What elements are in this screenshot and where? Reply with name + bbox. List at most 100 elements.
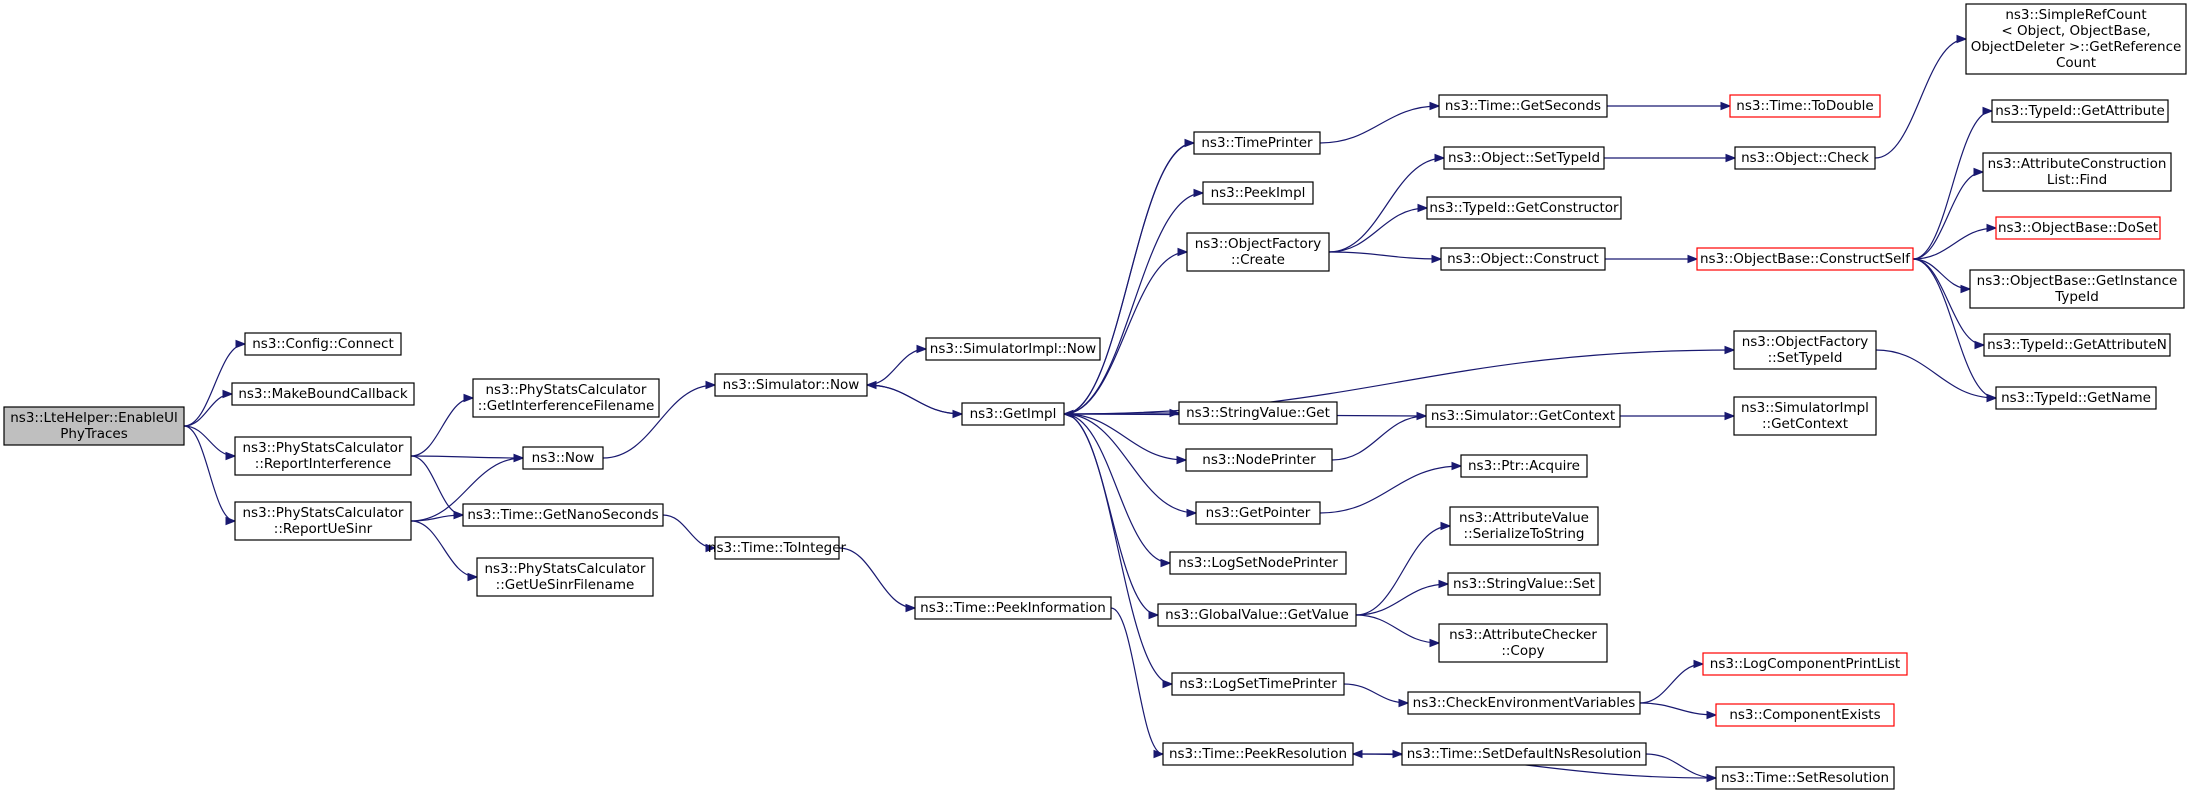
node-box[interactable] — [1449, 506, 1599, 546]
node-box[interactable] — [476, 557, 654, 597]
node-get-ue-sinr-filename[interactable]: ns3::PhyStatsCalculator::GetUeSinrFilena… — [476, 557, 654, 597]
node-box[interactable] — [1734, 146, 1876, 170]
node-box[interactable] — [1440, 247, 1606, 271]
node-box[interactable] — [1443, 146, 1605, 170]
node-log-set-node-printer[interactable]: ns3::LogSetNodePrinter — [1169, 551, 1347, 575]
node-box[interactable] — [234, 436, 412, 476]
node-box[interactable] — [1186, 232, 1330, 272]
node-box[interactable] — [1401, 742, 1647, 766]
node-get-impl[interactable]: ns3::GetImpl — [961, 402, 1065, 426]
node-peek-information[interactable]: ns3::Time::PeekInformation — [914, 596, 1112, 620]
node-string-value-get[interactable]: ns3::StringValue::Get — [1178, 401, 1338, 425]
node-set-default-ns-resolution[interactable]: ns3::Time::SetDefaultNsResolution — [1401, 742, 1647, 766]
node-now[interactable]: ns3::Now — [522, 446, 604, 470]
node-get-nanoseconds[interactable]: ns3::Time::GetNanoSeconds — [462, 503, 664, 527]
node-construct-self[interactable]: ns3::ObjectBase::ConstructSelf — [1696, 247, 1914, 271]
node-box[interactable] — [1447, 572, 1601, 596]
node-to-double[interactable]: ns3::Time::ToDouble — [1729, 94, 1881, 118]
node-box[interactable] — [1965, 3, 2187, 75]
node-object-factory-set-type-id[interactable]: ns3::ObjectFactory::SetTypeId — [1733, 330, 1877, 370]
node-config-connect[interactable]: ns3::Config::Connect — [244, 332, 402, 356]
node-box[interactable] — [234, 501, 412, 541]
node-type-id-get-attribute[interactable]: ns3::TypeId::GetAttribute — [1991, 99, 2169, 123]
node-attribute-value-serialize[interactable]: ns3::AttributeValue::SerializeToString — [1449, 506, 1599, 546]
node-box[interactable] — [1195, 501, 1321, 525]
node-simulator-get-context[interactable]: ns3::Simulator::GetContext — [1425, 404, 1621, 428]
node-ptr-acquire[interactable]: ns3::Ptr::Acquire — [1460, 454, 1588, 478]
node-get-seconds[interactable]: ns3::Time::GetSeconds — [1438, 94, 1608, 118]
node-box[interactable] — [1185, 448, 1333, 472]
node-box[interactable] — [1171, 672, 1345, 696]
node-object-construct[interactable]: ns3::Object::Construct — [1440, 247, 1606, 271]
node-box[interactable] — [1715, 766, 1895, 790]
node-object-check[interactable]: ns3::Object::Check — [1734, 146, 1876, 170]
node-box[interactable] — [1438, 94, 1608, 118]
node-make-bound-callback[interactable]: ns3::MakeBoundCallback — [231, 382, 415, 406]
node-box[interactable] — [1425, 404, 1621, 428]
node-attribute-checker-copy[interactable]: ns3::AttributeChecker::Copy — [1438, 623, 1608, 663]
node-type-id-get-constructor[interactable]: ns3::TypeId::GetConstructor — [1426, 196, 1622, 220]
node-set-resolution[interactable]: ns3::Time::SetResolution — [1715, 766, 1895, 790]
node-box[interactable] — [1178, 401, 1338, 425]
node-box[interactable] — [1995, 216, 2161, 240]
node-simulatorimpl-get-context[interactable]: ns3::SimulatorImpl::GetContext — [1733, 396, 1877, 436]
node-box[interactable] — [1460, 454, 1588, 478]
node-simulator-now[interactable]: ns3::Simulator::Now — [714, 373, 868, 397]
node-peek-impl[interactable]: ns3::PeekImpl — [1202, 181, 1314, 205]
node-box[interactable] — [961, 402, 1065, 426]
node-box[interactable] — [1426, 196, 1622, 220]
node-box[interactable] — [1969, 269, 2185, 309]
node-type-id-get-name[interactable]: ns3::TypeId::GetName — [1995, 386, 2157, 410]
node-box[interactable] — [1169, 551, 1347, 575]
node-box[interactable] — [1982, 152, 2172, 192]
node-box[interactable] — [1202, 181, 1314, 205]
node-global-value-get-value[interactable]: ns3::GlobalValue::GetValue — [1157, 603, 1357, 627]
node-check-env-vars[interactable]: ns3::CheckEnvironmentVariables — [1407, 691, 1641, 715]
node-box[interactable] — [244, 332, 402, 356]
node-node-printer[interactable]: ns3::NodePrinter — [1185, 448, 1333, 472]
node-report-interference[interactable]: ns3::PhyStatsCalculator::ReportInterfere… — [234, 436, 412, 476]
node-peek-resolution[interactable]: ns3::Time::PeekResolution — [1162, 742, 1354, 766]
node-box[interactable] — [1407, 691, 1641, 715]
node-object-base-do-set[interactable]: ns3::ObjectBase::DoSet — [1995, 216, 2161, 240]
node-box[interactable] — [1733, 330, 1877, 370]
node-string-value-set[interactable]: ns3::StringValue::Set — [1447, 572, 1601, 596]
node-time-printer[interactable]: ns3::TimePrinter — [1193, 131, 1321, 155]
node-box[interactable] — [1157, 603, 1357, 627]
node-object-factory-create[interactable]: ns3::ObjectFactory::Create — [1186, 232, 1330, 272]
node-box[interactable] — [714, 373, 868, 397]
node-log-component-print-list[interactable]: ns3::LogComponentPrintList — [1702, 652, 1908, 676]
node-box[interactable] — [522, 446, 604, 470]
node-get-pointer[interactable]: ns3::GetPointer — [1195, 501, 1321, 525]
node-get-interference-filename[interactable]: ns3::PhyStatsCalculator::GetInterference… — [472, 378, 660, 418]
node-box[interactable] — [714, 536, 840, 560]
node-type-id-get-attribute-n[interactable]: ns3::TypeId::GetAttributeN — [1983, 333, 2171, 357]
node-box[interactable] — [1696, 247, 1914, 271]
node-box[interactable] — [1991, 99, 2169, 123]
node-box[interactable] — [1162, 742, 1354, 766]
node-box[interactable] — [1702, 652, 1908, 676]
node-box[interactable] — [1733, 396, 1877, 436]
node-report-ue-sinr[interactable]: ns3::PhyStatsCalculator::ReportUeSinr — [234, 501, 412, 541]
node-log-set-time-printer[interactable]: ns3::LogSetTimePrinter — [1171, 672, 1345, 696]
node-object-set-type-id[interactable]: ns3::Object::SetTypeId — [1443, 146, 1605, 170]
node-component-exists[interactable]: ns3::ComponentExists — [1715, 703, 1895, 727]
node-box[interactable] — [1729, 94, 1881, 118]
node-box[interactable] — [3, 406, 185, 446]
node-box[interactable] — [1438, 623, 1608, 663]
node-box[interactable] — [1715, 703, 1895, 727]
node-box[interactable] — [1995, 386, 2157, 410]
node-simulatorimpl-now[interactable]: ns3::SimulatorImpl::Now — [925, 337, 1101, 361]
node-to-integer[interactable]: ns3::Time::ToInteger — [708, 536, 847, 560]
node-box[interactable] — [1983, 333, 2171, 357]
node-box[interactable] — [925, 337, 1101, 361]
node-box[interactable] — [472, 378, 660, 418]
node-box[interactable] — [462, 503, 664, 527]
node-simple-ref-count[interactable]: ns3::SimpleRefCount< Object, ObjectBase,… — [1965, 3, 2187, 75]
node-box[interactable] — [1193, 131, 1321, 155]
node-box[interactable] — [231, 382, 415, 406]
node-box[interactable] — [914, 596, 1112, 620]
